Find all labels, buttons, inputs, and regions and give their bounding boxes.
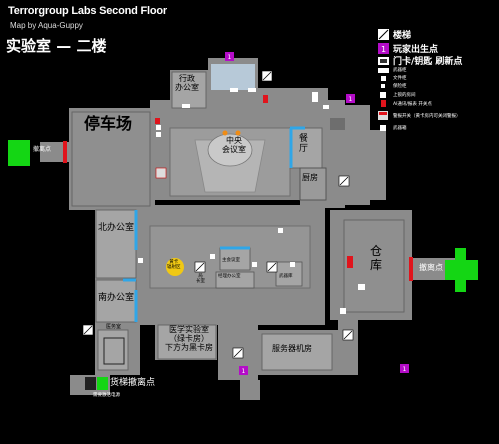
legend-alarm: AI通讯/报表 开关点 — [377, 100, 432, 107]
spawn-markers — [225, 52, 409, 375]
orange-dot-1 — [222, 130, 228, 136]
central-table — [207, 133, 253, 167]
spawn-labels: 1 1 1 1 — [228, 54, 407, 375]
spawn-right-label: 1 — [349, 96, 353, 103]
lock-icon — [377, 92, 389, 98]
door-west-extract — [63, 141, 67, 163]
stairs-icon — [377, 29, 389, 40]
label-meeting: 主会议室 — [222, 258, 240, 263]
label-yellow-room: 黄卡 辐射区 — [167, 260, 181, 271]
room-blue-top — [211, 64, 255, 90]
room-warehouse — [343, 219, 405, 313]
weapon-cabinet-icon — [377, 67, 389, 73]
spawn-bottom-right — [400, 364, 409, 373]
file-cabinet-icon — [377, 75, 389, 81]
label-weapons: 武器库 — [279, 274, 293, 279]
label-north-office: 北办公室 — [98, 223, 135, 233]
label-canteen: 餐 厅 — [299, 134, 309, 155]
door-warehouse — [347, 256, 353, 268]
yellow-radiation-marker — [166, 258, 184, 276]
blue-doors — [123, 126, 305, 322]
label-medical: 医学实验室 （绿卡房） 下方为黑卡房 — [165, 325, 213, 353]
west-corridor — [40, 142, 70, 162]
room-medical — [157, 324, 217, 360]
door-top-right — [263, 95, 268, 103]
orange-dot-2 — [235, 130, 241, 136]
small-icons — [138, 88, 365, 314]
spawn-icon: 1 — [377, 43, 389, 54]
freight-extract-dark — [85, 377, 96, 390]
label-clinic: 医务室 — [106, 324, 122, 330]
far-right-pillar — [370, 130, 386, 200]
legend-stairs: 楼梯 — [377, 28, 411, 41]
room-canteen — [289, 127, 323, 169]
freight-extract-zone — [97, 377, 108, 390]
room-kitchen — [299, 167, 327, 201]
label-warehouse: 仓 库 — [370, 244, 383, 272]
room-north-office — [95, 209, 137, 279]
label-freight-extract: 货梯撤离点 — [110, 378, 156, 388]
label-kitchen: 厨房 — [302, 173, 318, 182]
label-director: 局 长室 — [196, 274, 205, 285]
door-mid — [155, 118, 160, 124]
extract-points — [8, 140, 478, 390]
room-clinic — [97, 329, 129, 371]
floor-name: 实验室 — 二楼 — [6, 37, 107, 55]
rooms — [71, 64, 405, 371]
spawn-bottom — [239, 366, 248, 375]
east-extract-zone — [445, 248, 478, 292]
bottom-right-corridor — [338, 320, 358, 375]
legend-locked: 上锁的房间 — [377, 92, 416, 98]
spawn-legend-number: 1 — [381, 45, 386, 54]
spawn-top-label: 1 — [228, 54, 232, 61]
freight-stub — [240, 380, 260, 400]
weapon-rack-icon — [377, 125, 389, 131]
room-server — [261, 333, 333, 371]
legend-weapon-rack: 武器箱 — [377, 125, 407, 131]
legend-safe: 保险柜 — [377, 83, 407, 89]
legend-panel: 警报开关（黄卡房内可关闭警报） — [377, 111, 461, 120]
legend-weapon-cabinet: 武器柜 — [377, 67, 407, 73]
room-weapons — [275, 261, 303, 287]
spawn-br-label: 1 — [403, 366, 407, 373]
red-doors — [63, 95, 413, 281]
extra-top-right — [330, 118, 345, 130]
label-south-office: 南办公室 — [98, 293, 135, 303]
map-author: Map by Aqua-Guppy — [10, 21, 83, 30]
stairs-lines — [83, 71, 353, 358]
room-manager — [215, 271, 255, 289]
far-right-corridor — [345, 105, 370, 205]
label-server: 服务器机房 — [272, 344, 312, 353]
label-parking: 停车场 — [84, 114, 133, 133]
spawn-right — [346, 94, 355, 103]
label-freight-note: 需要激活电源 — [93, 393, 120, 398]
alarm-icon — [377, 100, 389, 107]
spawn-bottom-label: 1 — [242, 368, 246, 375]
clinic-shelf — [103, 337, 125, 365]
panel-icon — [377, 111, 389, 120]
label-west-extract: 撤离点 — [33, 146, 52, 153]
legend-keycard: 门卡/钥匙 刷新点 — [377, 54, 462, 67]
keycard-icon — [377, 56, 389, 65]
west-extract-zone — [8, 140, 30, 166]
label-admin: 行政 办公室 — [175, 74, 199, 93]
door-east-extract — [409, 257, 413, 281]
label-east-extract: 撤离点 — [419, 263, 443, 272]
top-left-strip — [150, 100, 170, 112]
label-central: 中央 会议室 — [222, 136, 246, 155]
room-parking — [71, 111, 151, 207]
label-manager: 经理办公室 — [218, 274, 241, 279]
legend-file-cabinet: 文件柜 — [377, 75, 407, 81]
legend-spawn: 1 玩家出生点 — [377, 42, 438, 55]
map-title: Terrorgroup Labs Second Floor — [8, 5, 168, 17]
spawn-top — [225, 52, 234, 61]
safe-icon — [377, 84, 389, 88]
